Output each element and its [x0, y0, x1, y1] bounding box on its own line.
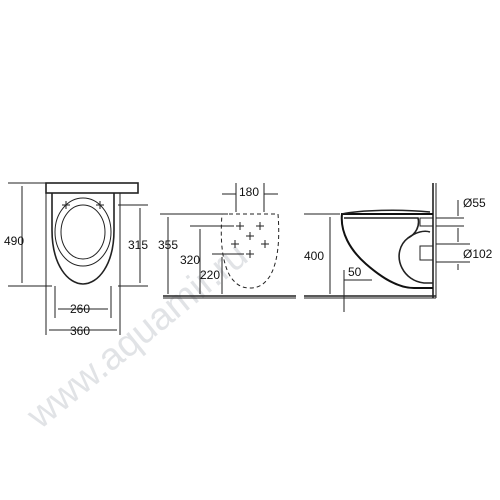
dim-355: 355 [158, 238, 178, 252]
dim-diameter-102: Ø102 [463, 247, 493, 261]
dim-400: 400 [304, 249, 324, 263]
dim-320: 320 [180, 253, 200, 267]
side-bowl-profile [340, 213, 433, 289]
outlet-lower [419, 245, 434, 261]
front-view: 490 315 260 360 [4, 182, 148, 338]
dim-diameter-55: Ø55 [463, 196, 486, 210]
rear-hole-2 [256, 222, 264, 230]
side-trap [407, 230, 431, 239]
rear-view: 180 355 320 220 [158, 183, 296, 299]
side-bowl-inner [344, 217, 433, 284]
outlet-upper [419, 217, 434, 227]
bowl-outline [51, 193, 115, 285]
rear-hole-5 [246, 232, 254, 240]
rear-hole-6 [246, 250, 254, 258]
bowl-opening [54, 197, 112, 267]
side-view: 400 50 Ø55 Ø102 [304, 183, 493, 312]
watermark-text: www.aquamir.ru [18, 234, 255, 437]
rear-hole-3 [231, 240, 239, 248]
dim-360: 360 [70, 324, 90, 338]
dim-50: 50 [348, 265, 362, 279]
dim-220: 220 [200, 268, 220, 282]
side-rim [341, 209, 431, 215]
wall-plate [45, 182, 139, 194]
dim-315: 315 [128, 238, 148, 252]
dim-260: 260 [70, 302, 90, 316]
dim-490: 490 [4, 234, 24, 248]
dim-180: 180 [239, 185, 259, 199]
bowl-inner [60, 204, 106, 260]
rear-hole-1 [236, 222, 244, 230]
rear-dashed-outline [220, 213, 280, 289]
mounting-hole-right [96, 201, 104, 209]
mounting-hole-left [62, 201, 70, 209]
rear-hole-4 [261, 240, 269, 248]
